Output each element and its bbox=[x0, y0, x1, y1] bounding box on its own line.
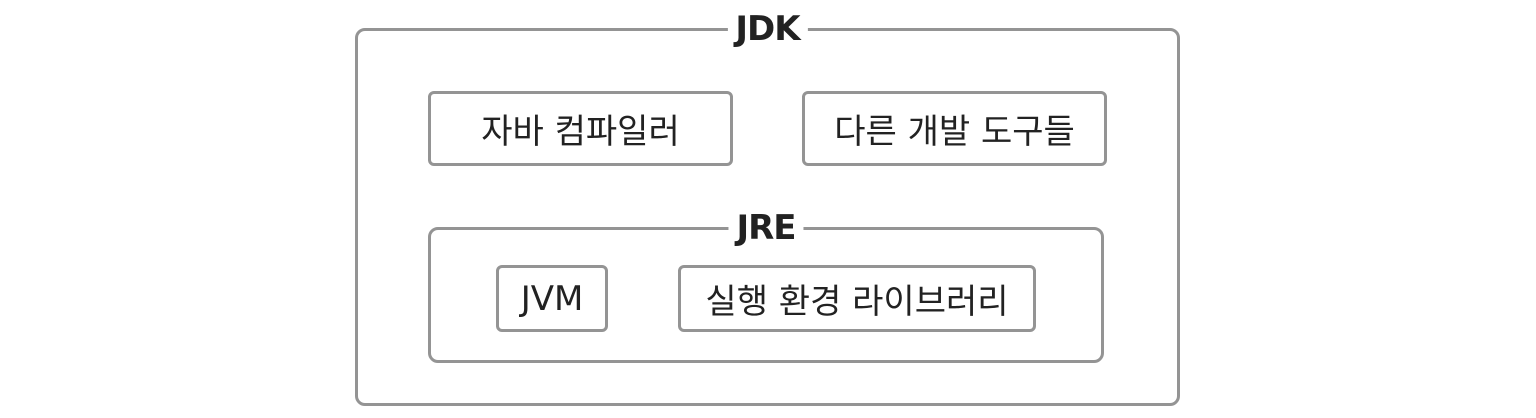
java-compiler-box: 자바 컴파일러 bbox=[428, 91, 733, 166]
other-dev-tools-label: 다른 개발 도구들 bbox=[834, 112, 1075, 152]
runtime-libraries-box: 실행 환경 라이브러리 bbox=[678, 265, 1036, 332]
other-dev-tools-box: 다른 개발 도구들 bbox=[802, 91, 1107, 166]
jdk-title: JDK bbox=[727, 9, 808, 49]
jvm-label: JVM bbox=[520, 278, 584, 319]
jvm-box: JVM bbox=[496, 265, 608, 332]
jre-title: JRE bbox=[728, 208, 804, 248]
jre-container: JRE bbox=[428, 208, 1104, 363]
java-compiler-label: 자바 컴파일러 bbox=[481, 112, 680, 152]
jdk-container: JDK bbox=[355, 9, 1180, 406]
runtime-libraries-label: 실행 환경 라이브러리 bbox=[705, 282, 1009, 322]
